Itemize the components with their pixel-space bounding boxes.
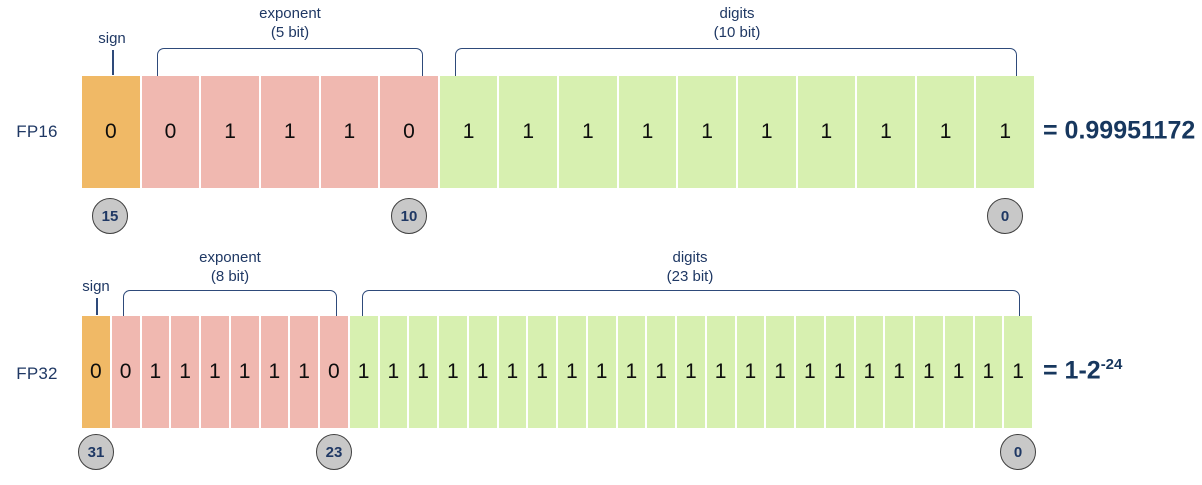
- bit-cell-exp: 0: [111, 316, 140, 428]
- fp32-digits-label: digits (23 bit): [590, 248, 790, 286]
- bit-cell-dig: 1: [647, 316, 675, 428]
- fp16-result-base: = 0.99951172: [1043, 116, 1196, 145]
- bit-cell-dig: 1: [528, 316, 556, 428]
- fp32-digits-brace: [362, 290, 1020, 316]
- fp16-row-label: FP16: [16, 122, 58, 141]
- fp32-result-base: = 1-2: [1043, 356, 1101, 385]
- bit-cell-dig: 1: [439, 76, 498, 188]
- bit-cell-exp: 1: [171, 316, 199, 428]
- fp16-sign-label: sign: [98, 30, 126, 47]
- fp16-digits-label-line1: digits: [719, 5, 755, 22]
- fp16-digits-brace: [455, 48, 1017, 76]
- bit-cell-sign: 0: [82, 316, 110, 428]
- bit-cell-dig: 1: [797, 76, 856, 188]
- bit-cell-dig: 1: [349, 316, 378, 428]
- bit-cell-exp: 0: [141, 76, 200, 188]
- fp16-exponent-label-line1: exponent: [259, 5, 321, 22]
- fp32-bit-index-badge-exponent-lsb: 23: [316, 434, 352, 470]
- bit-cell-dig: 1: [468, 316, 497, 428]
- fp16-bit-index-badge-lsb: 0: [987, 198, 1023, 234]
- bit-cell-dig: 1: [558, 316, 586, 428]
- bit-cell-dig: 1: [976, 76, 1034, 188]
- bit-cell-exp: 1: [141, 316, 170, 428]
- bit-cell-dig: 1: [885, 316, 913, 428]
- fp32-result-value: = 1-2-24: [1043, 356, 1122, 385]
- fp32-exponent-label: exponent (8 bit): [130, 248, 330, 286]
- bit-cell-dig: 1: [825, 316, 854, 428]
- bit-cell-dig: 1: [857, 76, 915, 188]
- bit-cell-dig: 1: [766, 316, 794, 428]
- fp32-row-label: FP32: [16, 364, 58, 383]
- bit-cell-dig: 1: [587, 316, 616, 428]
- bit-cell-exp: 1: [260, 316, 289, 428]
- fp32-exponent-label-line2: (8 bit): [210, 268, 250, 285]
- fp32-digits-label-line2: (23 bit): [666, 268, 714, 285]
- bit-cell-dig: 1: [618, 76, 677, 188]
- fp32-digits-label-line1: digits: [672, 249, 708, 266]
- bit-cell-dig: 1: [915, 316, 943, 428]
- fp16-bit-index-badge-msb: 15: [92, 198, 128, 234]
- fp16-result-value: = 0.99951172: [1043, 116, 1195, 145]
- fp16-exponent-label-line2: (5 bit): [270, 24, 310, 41]
- bit-cell-exp: 1: [230, 316, 259, 428]
- fp32-exponent-label-line1: exponent: [199, 249, 261, 266]
- fp16-digits-label-line2: (10 bit): [713, 24, 761, 41]
- bit-cell-dig: 1: [1004, 316, 1032, 428]
- fp32-bit-index-badge-msb: 31: [78, 434, 114, 470]
- bit-cell-dig: 1: [499, 76, 557, 188]
- bit-cell-exp: 0: [320, 316, 348, 428]
- fp16-sign-pointer-line: [112, 50, 114, 75]
- bit-cell-dig: 1: [677, 316, 705, 428]
- bit-cell-dig: 1: [737, 76, 796, 188]
- bit-cell-dig: 1: [736, 316, 765, 428]
- bit-cell-dig: 1: [379, 316, 408, 428]
- bit-cell-exp: 1: [201, 316, 229, 428]
- bit-cell-dig: 1: [974, 316, 1003, 428]
- bit-cell-dig: 1: [678, 76, 736, 188]
- bit-cell-dig: 1: [617, 316, 646, 428]
- bit-cell-dig: 1: [855, 316, 884, 428]
- bit-cell-dig: 1: [439, 316, 467, 428]
- bit-cell-dig: 1: [916, 76, 975, 188]
- bit-cell-dig: 1: [409, 316, 437, 428]
- bit-cell-exp: 1: [290, 316, 318, 428]
- bit-cell-exp: 1: [201, 76, 259, 188]
- bit-cell-dig: 1: [498, 316, 527, 428]
- fp32-sign-label: sign: [82, 278, 110, 295]
- bit-cell-dig: 1: [796, 316, 824, 428]
- fp32-exponent-brace: [123, 290, 337, 316]
- bit-cell-dig: 1: [559, 76, 617, 188]
- bit-cell-sign: 0: [82, 76, 140, 188]
- fp16-exponent-label: exponent (5 bit): [190, 4, 390, 42]
- bit-cell-exp: 1: [260, 76, 319, 188]
- fp32-bit-index-badge-lsb: 0: [1000, 434, 1036, 470]
- bit-cell-dig: 1: [706, 316, 735, 428]
- bit-cell-dig: 1: [944, 316, 973, 428]
- bit-cell-exp: 0: [380, 76, 438, 188]
- fp16-exponent-brace: [157, 48, 423, 76]
- bit-cell-exp: 1: [320, 76, 379, 188]
- fp16-digits-label: digits (10 bit): [637, 4, 837, 42]
- fp32-result-superscript: -24: [1100, 356, 1123, 373]
- fp32-sign-pointer-line: [96, 298, 98, 315]
- fp16-bit-index-badge-exponent-lsb: 10: [391, 198, 427, 234]
